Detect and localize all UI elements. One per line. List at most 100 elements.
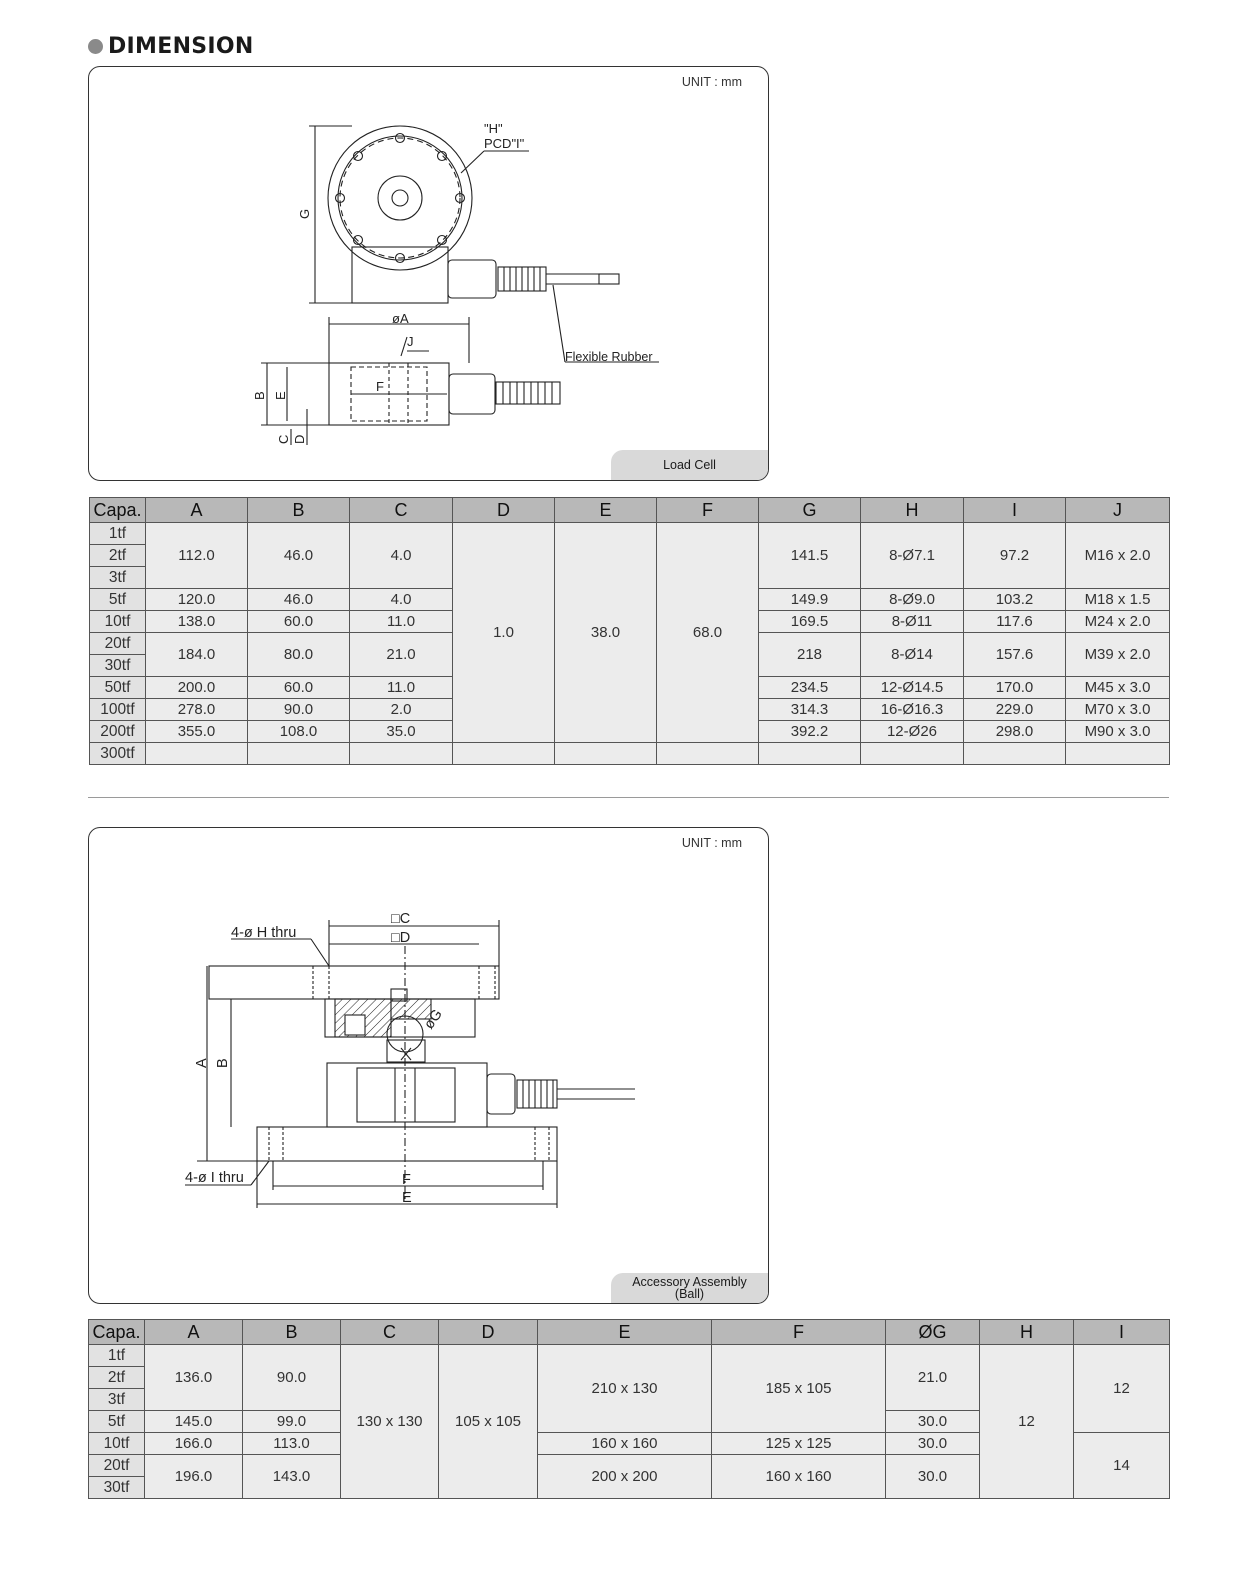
cell-b: 90.0 xyxy=(242,1344,341,1411)
cell-h: 8-Ø9.0 xyxy=(860,588,964,611)
capacity-cell: 300tf xyxy=(89,742,146,765)
empty-cell xyxy=(860,742,964,765)
cell-g: 169.5 xyxy=(758,610,861,633)
table1-header: Capa. xyxy=(89,497,146,523)
cell-a: 184.0 xyxy=(145,632,248,677)
cell-j: M70 x 3.0 xyxy=(1065,698,1170,721)
tag-line-2: (Ball) xyxy=(674,1287,705,1301)
cable-gland-side xyxy=(448,373,496,415)
ball-seat-cross2 xyxy=(400,1047,412,1061)
label-f: F xyxy=(376,379,384,394)
cell-b: 60.0 xyxy=(247,610,350,633)
table2-header: I xyxy=(1073,1319,1170,1345)
cell-h: 12-Ø14.5 xyxy=(860,676,964,699)
empty-cell xyxy=(452,742,555,765)
table1-header: I xyxy=(963,497,1066,523)
unit-label: UNIT : mm xyxy=(681,836,742,850)
table-row: 5tf 145.0 99.0 30.0 xyxy=(88,1410,1170,1433)
cell-c: 11.0 xyxy=(349,676,453,699)
cell-d-shared: 105 x 105 xyxy=(438,1344,538,1499)
cell-g: 218 xyxy=(758,632,861,677)
cell-i: 117.6 xyxy=(963,610,1066,633)
capacity-cell: 50tf xyxy=(89,676,146,699)
table-row: 20tf 196.0 143.0 200 x 200 160 x 160 30.… xyxy=(88,1454,1170,1499)
label-c: C xyxy=(276,435,291,444)
cell-h: 8-Ø14 xyxy=(860,632,964,677)
cell-g: 149.9 xyxy=(758,588,861,611)
load-cell-drawing: "H" PCD"I" G øA J F B E C D Flexible Rub… xyxy=(252,121,659,445)
capacity-cell: 5tf xyxy=(89,588,146,611)
cell-e-shared: 38.0 xyxy=(554,522,657,743)
label-d: □D xyxy=(391,930,410,946)
table-row: 2tf xyxy=(89,544,1170,567)
top-pin xyxy=(390,988,408,1002)
h-thru-leader xyxy=(310,938,330,967)
table-row: 10tf 138.0 60.0 11.0 169.5 8-Ø11 117.6 M… xyxy=(89,610,1170,633)
capacity-cell: 100tf xyxy=(89,698,146,721)
label-h-thru: 4-ø H thru xyxy=(231,925,296,941)
capacity-cell: 20tf xyxy=(88,1454,145,1477)
cell-i: 170.0 xyxy=(963,676,1066,699)
load-cell-window xyxy=(356,1067,456,1123)
label-b: B xyxy=(252,391,267,400)
cell-h: 8-Ø7.1 xyxy=(860,522,964,589)
table2-header: C xyxy=(340,1319,439,1345)
flange-outer-circle xyxy=(327,125,473,271)
cell-e: 200 x 200 xyxy=(537,1454,712,1499)
cell-c: 11.0 xyxy=(349,610,453,633)
empty-cell xyxy=(963,742,1066,765)
cell-j: M90 x 3.0 xyxy=(1065,720,1170,743)
cell-b: 80.0 xyxy=(247,632,350,677)
cell-i: 103.2 xyxy=(963,588,1066,611)
label-flexible-rubber: Flexible Rubber xyxy=(565,350,653,364)
label-d: D xyxy=(292,435,307,444)
table1-header: E xyxy=(554,497,657,523)
label-a: A xyxy=(194,1058,210,1068)
cell-b: 113.0 xyxy=(242,1432,341,1455)
label-h: "H" xyxy=(484,121,503,136)
cell-g: 30.0 xyxy=(885,1410,980,1433)
cell-b: 143.0 xyxy=(242,1454,341,1499)
j-arrow xyxy=(400,336,408,357)
table1-header: B xyxy=(247,497,350,523)
cell-f: 185 x 105 xyxy=(711,1344,886,1433)
cell-b: 99.0 xyxy=(242,1410,341,1433)
accessory-dimension-table: Capa. A B C D E F ØG H I 1tf 136.0 90.0 … xyxy=(88,1319,1170,1499)
cell-g: 314.3 xyxy=(758,698,861,721)
table2-header: A xyxy=(144,1319,243,1345)
cell-a: 136.0 xyxy=(144,1344,243,1411)
table1-header: C xyxy=(349,497,453,523)
cell-i: 97.2 xyxy=(963,522,1066,589)
label-pcd: PCD"I" xyxy=(484,136,525,151)
label-j: J xyxy=(407,334,414,349)
cell-a: 166.0 xyxy=(144,1432,243,1455)
empty-cell xyxy=(247,742,350,765)
empty-cell xyxy=(656,742,759,765)
capacity-cell: 10tf xyxy=(89,610,146,633)
empty-cell xyxy=(1065,742,1170,765)
label-e: E xyxy=(402,1190,412,1206)
empty-cell xyxy=(758,742,861,765)
label-c: □C xyxy=(391,911,410,927)
hub-circle xyxy=(377,175,423,221)
capacity-cell: 200tf xyxy=(89,720,146,743)
label-f: F xyxy=(402,1172,411,1188)
empty-cell xyxy=(554,742,657,765)
ball-seat xyxy=(386,1039,426,1063)
table2-header: E xyxy=(537,1319,712,1345)
table-row: 50tf 200.0 60.0 11.0 234.5 12-Ø14.5 170.… xyxy=(89,676,1170,699)
cell-f: 160 x 160 xyxy=(711,1454,886,1499)
table-row: 2tf xyxy=(88,1366,1170,1389)
cell-c: 2.0 xyxy=(349,698,453,721)
cell-g: 234.5 xyxy=(758,676,861,699)
cell-h-shared: 12 xyxy=(979,1344,1074,1499)
cell-b: 60.0 xyxy=(247,676,350,699)
empty-cell xyxy=(145,742,248,765)
cell-i: 157.6 xyxy=(963,632,1066,677)
drawing-tag-accessory-assembly: Accessory Assembly (Ball) xyxy=(611,1273,768,1303)
cell-c: 21.0 xyxy=(349,632,453,677)
cell-g: 30.0 xyxy=(885,1432,980,1455)
cable-gland xyxy=(486,1073,516,1115)
rubber-ribs xyxy=(516,1079,558,1109)
label-a: øA xyxy=(392,311,409,326)
